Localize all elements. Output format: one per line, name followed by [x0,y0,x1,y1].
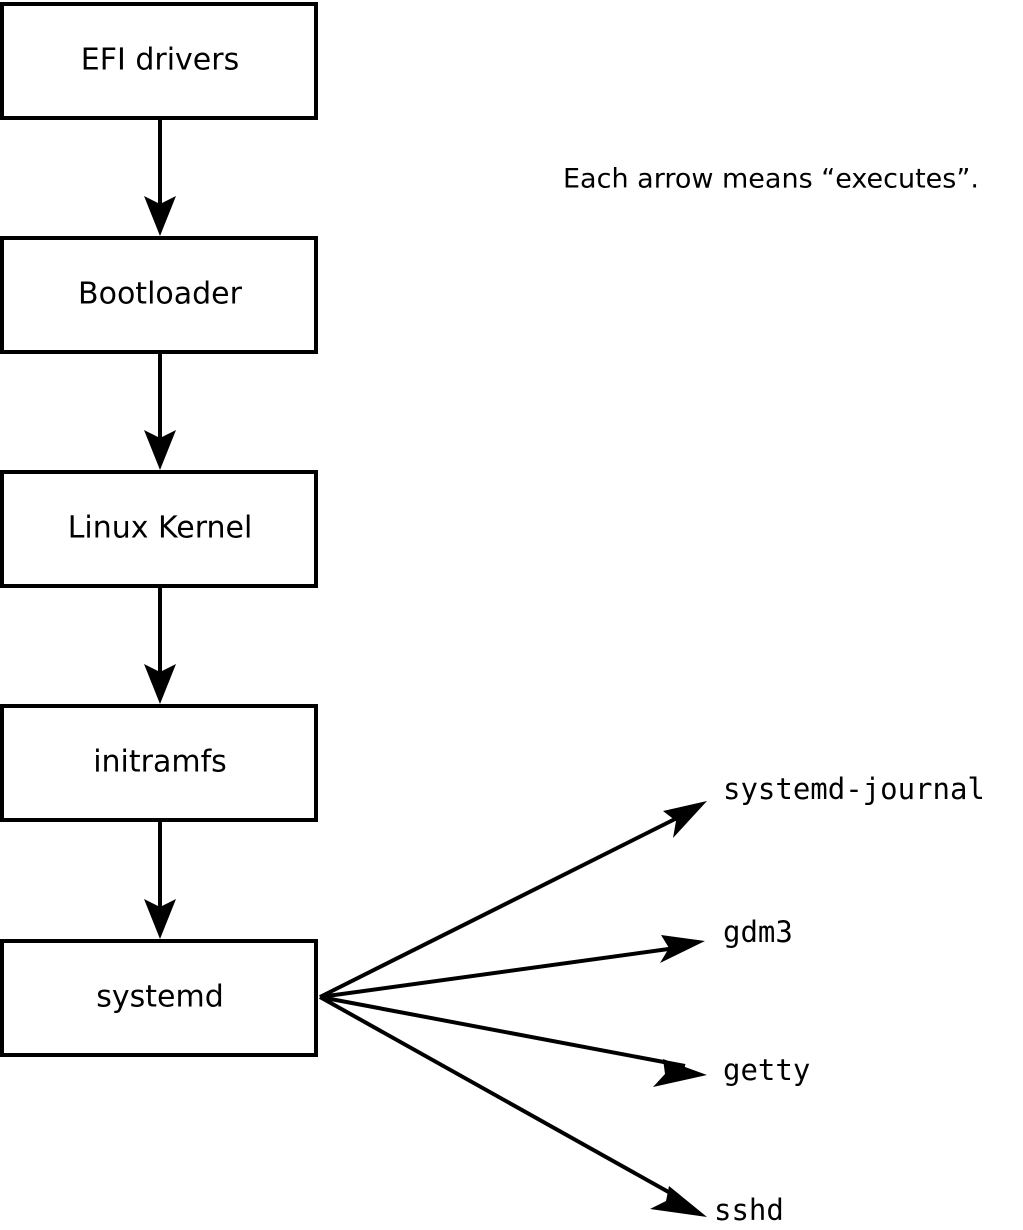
node-box[interactable] [0,470,318,588]
node-box[interactable] [0,2,318,120]
edge-line [319,945,684,999]
arrow-head-icon [663,801,707,838]
node-label: Linux Kernel [68,511,253,546]
leaf-label-gdm3[interactable]: gdm3 [723,915,793,949]
fanout-edges-group [319,801,707,1217]
node-efi-drivers[interactable]: EFI drivers [0,2,318,120]
edge-systemd-to-sshd [319,995,707,1217]
node-box[interactable] [0,236,318,354]
diagram-caption: Each arrow means “executes”. [563,164,979,195]
node-linux-kernel[interactable]: Linux Kernel [0,470,318,588]
edge-line [319,811,688,999]
leaf-label-systemd-journal[interactable]: systemd-journal [723,772,985,806]
arrow-head-icon [660,935,705,963]
arrow-head-icon [650,1186,707,1217]
leaf-label-sshd[interactable]: sshd [714,1193,784,1227]
edge-bootloader-to-linux-kernel [144,354,176,470]
edge-linux-kernel-to-initramfs [144,588,176,704]
node-bootloader[interactable]: Bootloader [0,236,318,354]
node-systemd[interactable]: systemd [0,939,318,1057]
node-label: Bootloader [78,277,243,312]
node-initramfs[interactable]: initramfs [0,704,318,822]
chain-edges-group [144,120,176,939]
arrow-head-icon [144,664,176,704]
node-box[interactable] [0,704,318,822]
edge-efi-drivers-to-bootloader [144,120,176,236]
edge-systemd-to-systemd-journal [319,801,707,999]
node-box[interactable] [0,939,318,1057]
edge-line [319,995,682,1201]
node-label: systemd [96,980,224,1015]
leaf-labels-group: systemd-journal gdm3 getty sshd [714,772,985,1227]
edge-systemd-to-getty [319,995,707,1087]
arrow-head-icon [144,430,176,470]
arrow-head-icon [144,899,176,939]
node-label: initramfs [93,745,227,780]
node-label: EFI drivers [81,43,239,78]
arrow-head-icon [653,1059,707,1087]
edge-initramfs-to-systemd [144,822,176,939]
leaf-label-getty[interactable]: getty [723,1053,810,1087]
arrow-head-icon [144,196,176,236]
edge-systemd-to-gdm3 [319,935,705,999]
edge-line [319,995,686,1068]
